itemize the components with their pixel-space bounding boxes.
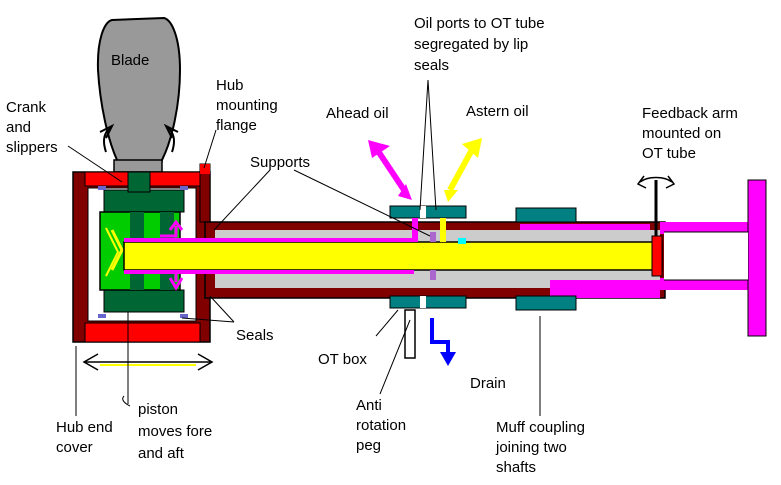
label-feedback-2: mounted on xyxy=(642,125,721,142)
label-astern-oil: Astern oil xyxy=(466,103,529,120)
crank-and-slippers xyxy=(103,171,185,313)
label-ot-box: OT box xyxy=(318,351,367,368)
label-muff-3: shafts xyxy=(496,459,536,476)
label-piston-2: moves fore xyxy=(138,423,212,440)
label-ahead-oil: Ahead oil xyxy=(326,105,389,122)
ot-box xyxy=(389,205,467,309)
label-oil-ports-1: Oil ports to OT tube xyxy=(414,15,545,32)
anti-rotation-peg xyxy=(404,309,416,359)
labels: Blade Crank and slippers Hub mounting fl… xyxy=(6,15,738,476)
label-muff-1: Muff coupling xyxy=(496,419,585,436)
label-hub-end-2: cover xyxy=(56,439,93,456)
label-piston-1: piston xyxy=(138,401,178,418)
label-crank-1: Crank xyxy=(6,99,47,116)
label-feedback-3: OT tube xyxy=(642,145,696,162)
label-hub-end-1: Hub end xyxy=(56,419,113,436)
leader-lines xyxy=(67,79,541,416)
label-anti-rotation-2: rotation xyxy=(356,417,406,434)
astern-oil-arrow xyxy=(444,138,482,202)
label-hub-flange-2: mounting xyxy=(216,97,278,114)
label-feedback-1: Feedback arm xyxy=(642,105,738,122)
label-oil-ports-2: segregated by lip xyxy=(414,36,528,53)
piston-travel-arrow xyxy=(82,353,214,371)
drain-arrow xyxy=(430,318,456,366)
label-hub-flange-3: flange xyxy=(216,117,257,134)
label-crank-2: and xyxy=(6,119,31,136)
ahead-oil-arrow xyxy=(368,140,412,200)
label-anti-rotation-3: peg xyxy=(356,437,381,454)
label-drain: Drain xyxy=(470,375,506,392)
label-anti-rotation-1: Anti xyxy=(356,397,382,414)
label-oil-ports-3: seals xyxy=(414,57,449,74)
label-supports: Supports xyxy=(250,154,310,171)
label-blade: Blade xyxy=(111,52,149,69)
label-piston-3: and aft xyxy=(138,445,185,462)
seals xyxy=(98,186,188,318)
label-seals: Seals xyxy=(236,327,274,344)
label-crank-3: slippers xyxy=(6,139,58,156)
blade xyxy=(96,16,182,173)
main-shaft xyxy=(123,179,767,337)
label-hub-flange-1: Hub xyxy=(216,77,244,94)
label-muff-2: joining two xyxy=(495,439,567,456)
feedback-arm xyxy=(636,175,676,236)
muff-coupling xyxy=(515,207,577,311)
